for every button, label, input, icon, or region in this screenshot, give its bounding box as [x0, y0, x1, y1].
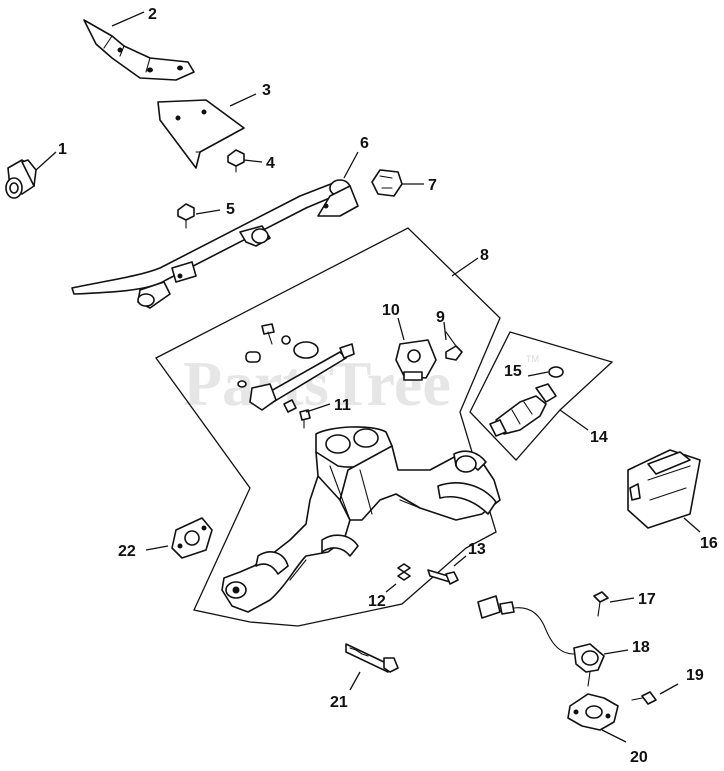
- callout-22[interactable]: 22: [118, 543, 136, 560]
- part-9-screw[interactable]: [443, 321, 463, 361]
- part-21-bolt[interactable]: [345, 643, 399, 691]
- part-11-throttle-shaft[interactable]: [237, 323, 355, 429]
- callout-7[interactable]: 7: [428, 177, 437, 194]
- callout-14[interactable]: 14: [590, 429, 608, 446]
- watermark-tm: TM: [526, 354, 539, 364]
- part-13-screw[interactable]: [427, 555, 467, 585]
- callout-4[interactable]: 4: [266, 155, 275, 172]
- part-5-screw[interactable]: [177, 203, 221, 229]
- part-18-crank-sensor[interactable]: [477, 595, 629, 687]
- watermark: PartsTree TM: [183, 348, 539, 419]
- callout-8[interactable]: 8: [480, 247, 489, 264]
- callout-18[interactable]: 18: [632, 639, 650, 656]
- part-2-bracket[interactable]: [83, 11, 195, 81]
- part-14-injector-outline: [469, 331, 614, 461]
- callout-21[interactable]: 21: [330, 694, 348, 711]
- part-3-shield-plate[interactable]: [157, 93, 257, 169]
- callout-20[interactable]: 20: [630, 749, 648, 766]
- callout-6[interactable]: 6: [360, 135, 369, 152]
- callout-13[interactable]: 13: [468, 541, 486, 558]
- part-7-clip[interactable]: [371, 169, 424, 197]
- part-6-fuel-rail[interactable]: [71, 151, 359, 309]
- callout-19[interactable]: 19: [686, 667, 704, 684]
- callout-17[interactable]: 17: [638, 591, 656, 608]
- callout-11[interactable]: 11: [334, 397, 351, 414]
- part-22-gasket[interactable]: [145, 517, 213, 559]
- part-15-fuel-injector[interactable]: [489, 366, 564, 437]
- callout-16[interactable]: 16: [700, 535, 718, 552]
- part-16-ecu-module[interactable]: [627, 449, 701, 533]
- part-8-assembly-outline: [155, 227, 501, 627]
- callout-labels: 1 2 3 4 5 6 7 8 9 10 11 12 13 14 15 16 1…: [58, 6, 718, 766]
- callout-2[interactable]: 2: [148, 6, 157, 23]
- part-20-sensor-bracket[interactable]: [567, 693, 627, 743]
- callout-3[interactable]: 3: [262, 82, 271, 99]
- part-4-screw[interactable]: [227, 149, 263, 173]
- intake-manifold[interactable]: [221, 426, 501, 613]
- callout-1[interactable]: 1: [58, 141, 67, 158]
- callout-5[interactable]: 5: [226, 201, 235, 218]
- callout-15[interactable]: 15: [504, 363, 522, 380]
- part-19-screw[interactable]: [631, 683, 679, 705]
- callout-12[interactable]: 12: [368, 593, 386, 610]
- part-10-sensor[interactable]: [395, 317, 437, 381]
- callout-9[interactable]: 9: [436, 309, 445, 326]
- part-12-spring[interactable]: [385, 563, 411, 593]
- part-17-screw[interactable]: [593, 591, 635, 617]
- part-1-elbow-fitting[interactable]: [5, 151, 57, 199]
- callout-10[interactable]: 10: [382, 302, 400, 319]
